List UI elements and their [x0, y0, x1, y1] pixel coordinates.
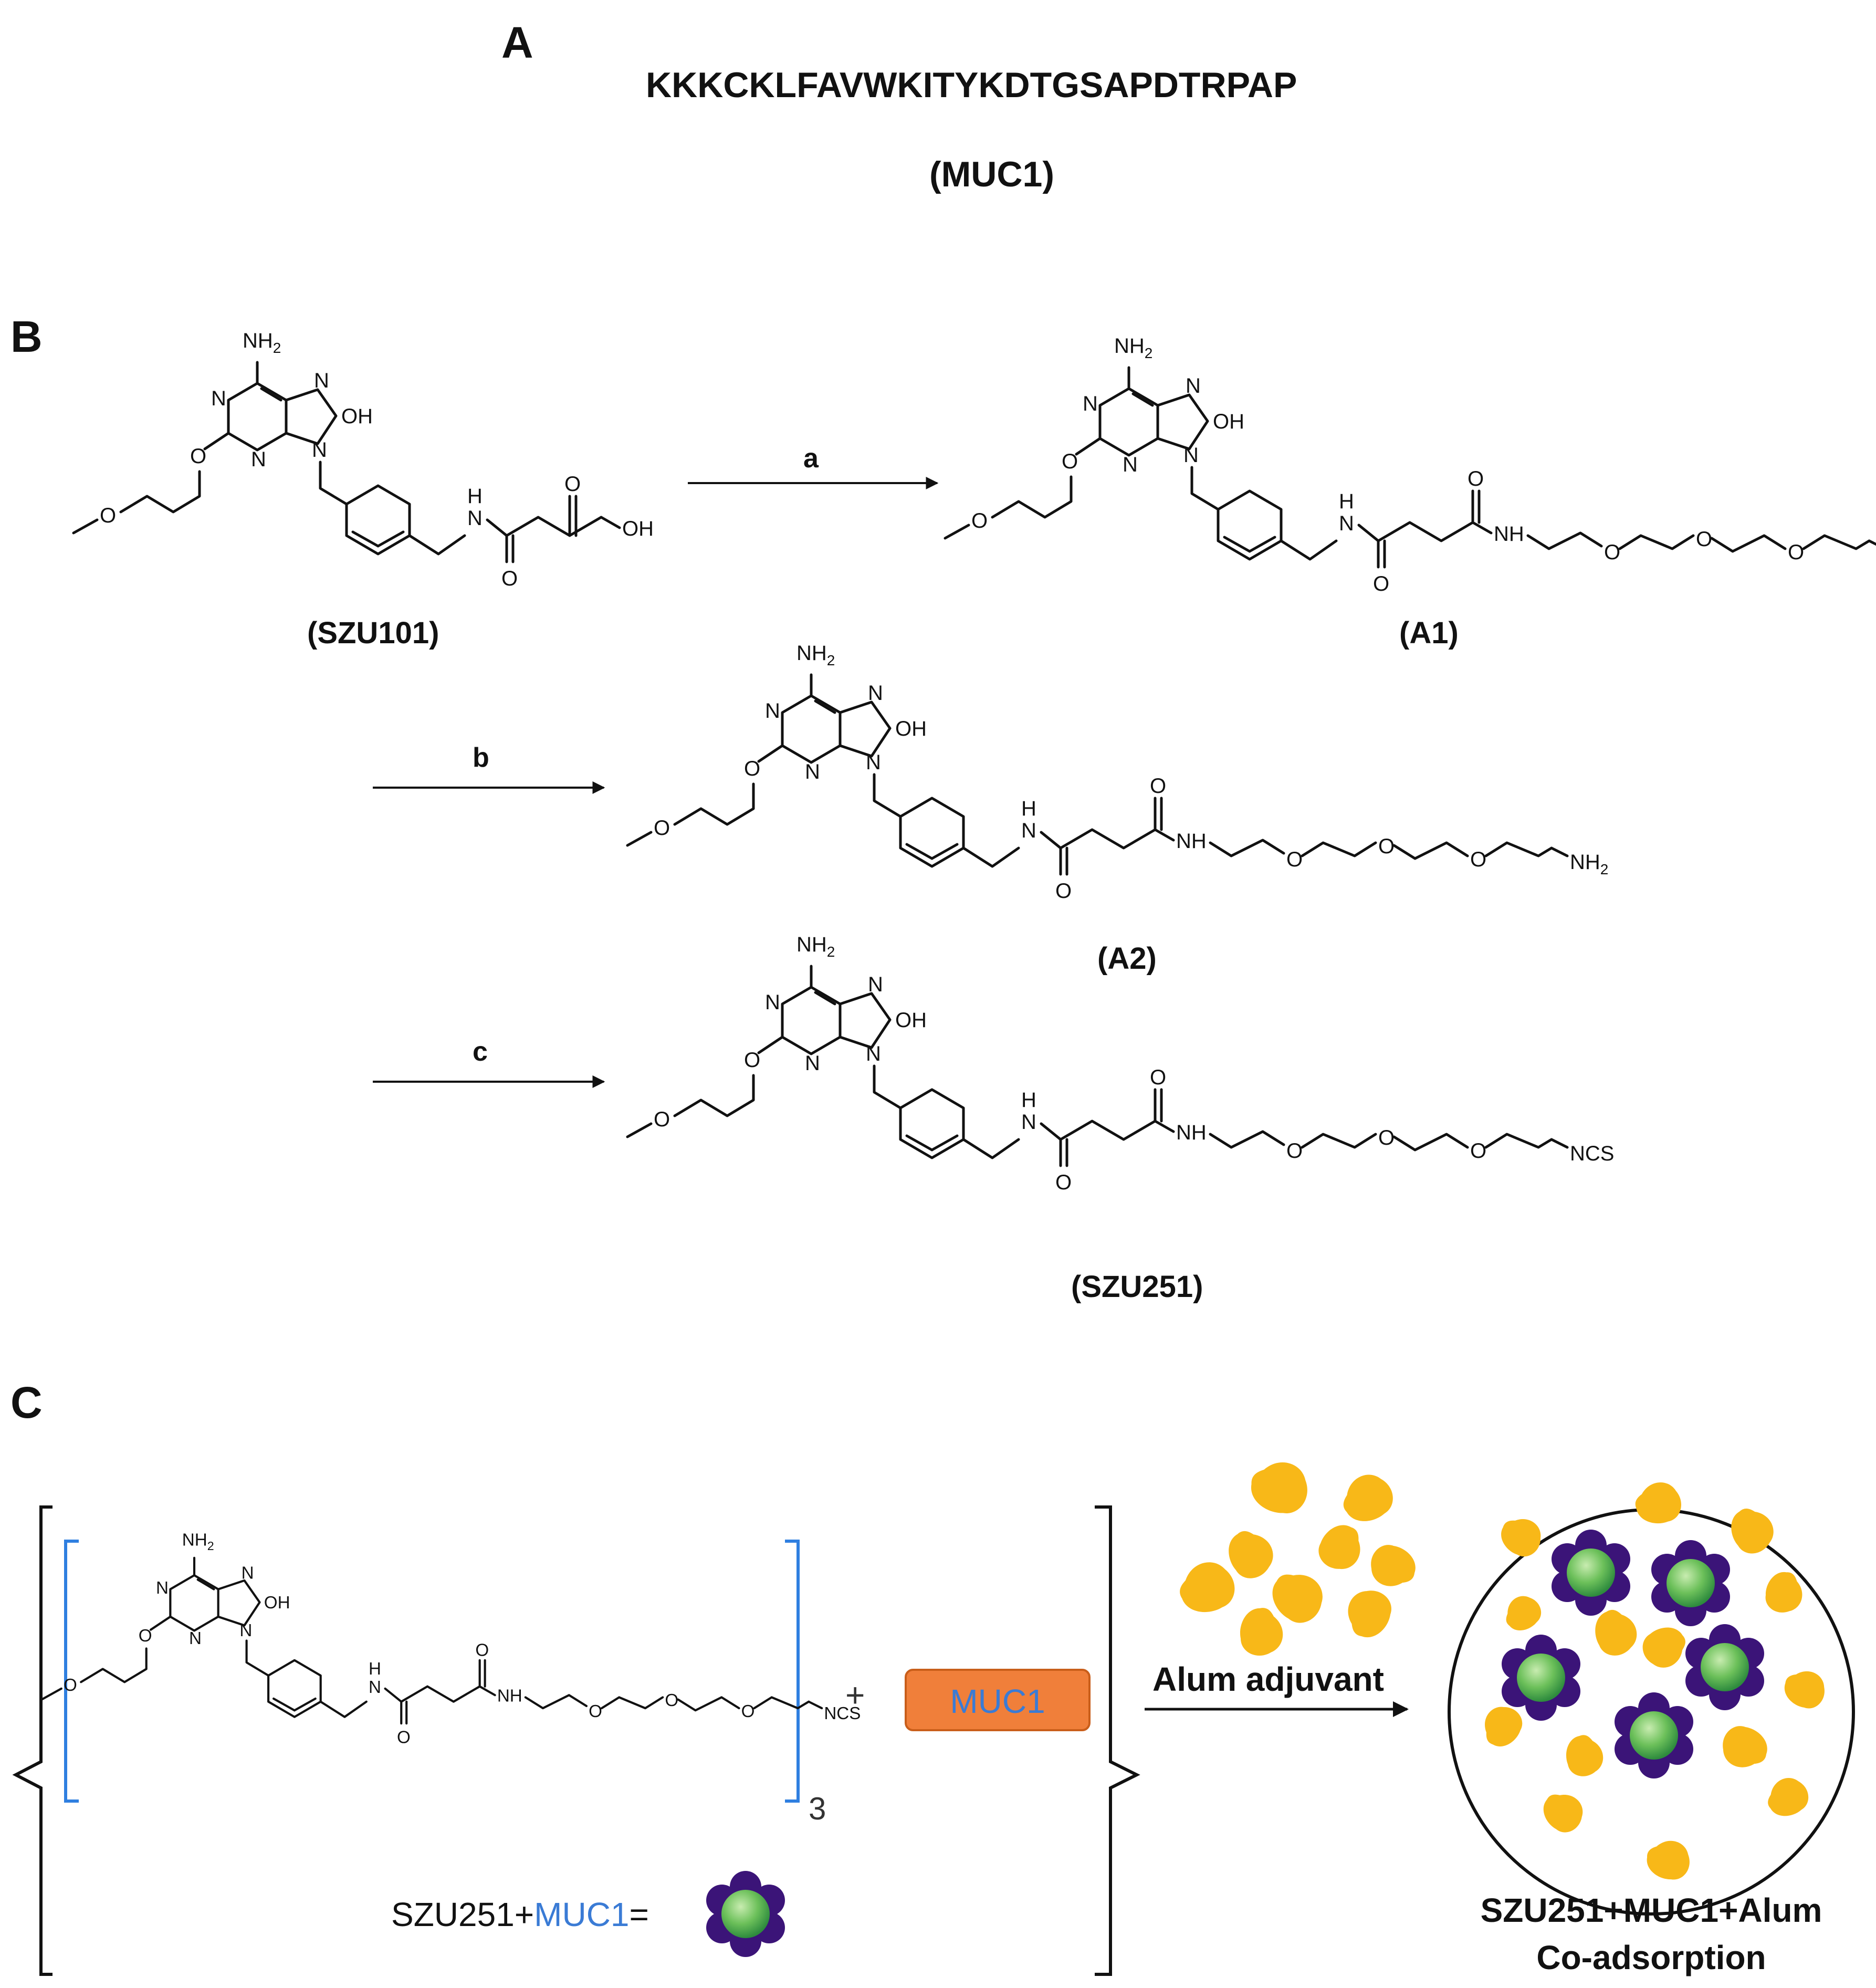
right-blue-bracket: [785, 1540, 800, 1803]
muc1-box: [905, 1669, 1091, 1731]
panel-a-letter: A: [501, 18, 533, 67]
szu251-structure: NCS: [627, 933, 1614, 1194]
alum-arrow-label: Alum adjuvant: [1152, 1660, 1384, 1698]
step-b-label: b: [473, 742, 489, 773]
panel-c-letter: C: [11, 1378, 43, 1427]
left-outer-bracket: [12, 1505, 53, 1976]
szu101-structure: [74, 329, 654, 590]
result-line1: SZU251+MUC1+Alum: [1481, 1891, 1822, 1929]
terminal-amine-label: NH2: [1570, 851, 1608, 877]
alum-particles: [1172, 1457, 1421, 1656]
legend-muc1: MUC1: [534, 1896, 629, 1933]
step-c-label: c: [473, 1037, 488, 1067]
svg-text:NCS: NCS: [824, 1704, 861, 1723]
muc1-caption: (MUC1): [929, 154, 1054, 194]
a1-structure: N3: [945, 334, 1876, 595]
legend-prefix: SZU251+: [391, 1896, 534, 1933]
right-outer-bracket: [1095, 1505, 1140, 1976]
result-line2: Co-adsorption: [1536, 1939, 1766, 1976]
szu251-label: (SZU251): [1071, 1270, 1203, 1304]
plus-sign: +: [845, 1676, 865, 1714]
szu251-small-structure: NCS: [41, 1531, 861, 1748]
a2-label: (A2): [1097, 941, 1157, 976]
legend-equals: =: [630, 1896, 649, 1933]
szu101-label: (SZU101): [307, 616, 439, 650]
left-blue-bracket: [64, 1540, 79, 1803]
muc1-box-label: MUC1: [950, 1682, 1045, 1720]
multiplier-3: 3: [809, 1791, 826, 1826]
step-a-label: a: [803, 443, 819, 474]
a1-label: (A1): [1399, 616, 1459, 650]
legend-text: SZU251+MUC1=: [391, 1896, 649, 1933]
a2-structure: NH2: [627, 642, 1608, 903]
muc1-sequence: KKKCKLFAVWKITYKDTGSAPDTRPAP: [646, 65, 1297, 105]
legend-flower-icon: [706, 1871, 785, 1957]
isothiocyanate-label: NCS: [1570, 1142, 1614, 1165]
panel-b-letter: B: [11, 312, 43, 361]
